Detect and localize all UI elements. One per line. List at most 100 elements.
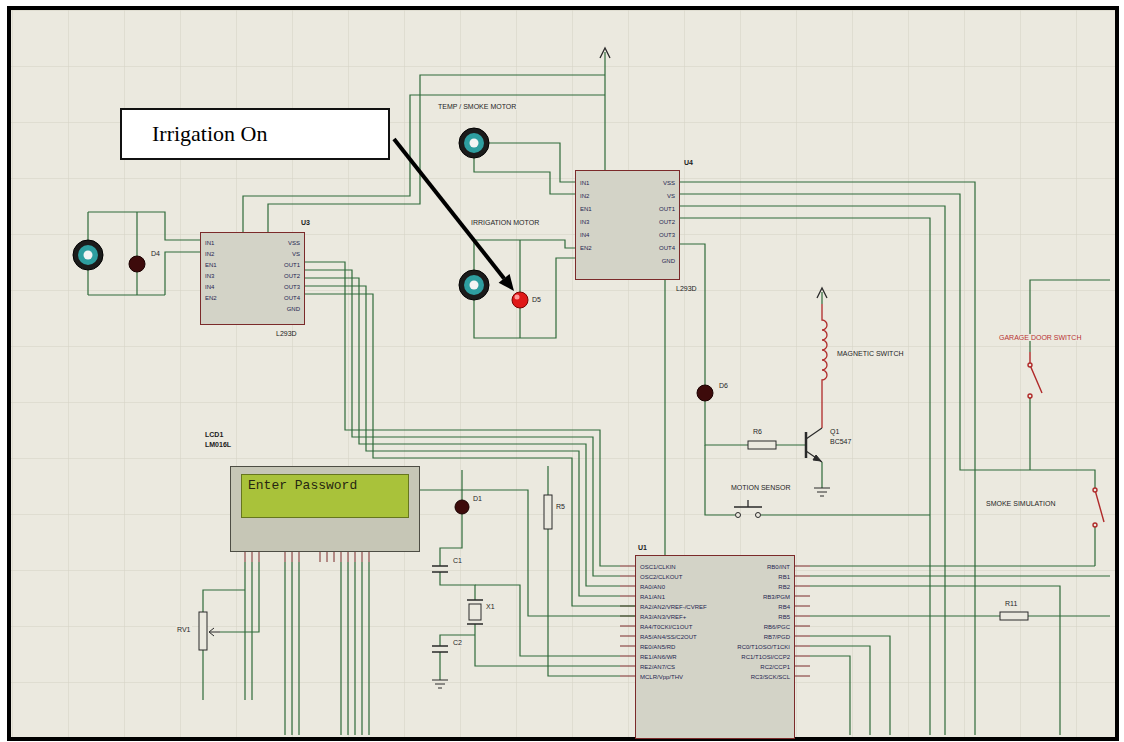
pin-name: RC1/T1OSI/CCP2 — [741, 652, 790, 662]
wire — [705, 445, 930, 515]
pin-name: IN3 — [205, 271, 217, 282]
pin-name: OUT3 — [659, 229, 675, 242]
pin-name: RC0/T1OSO/T1CKI — [737, 642, 790, 652]
part-label: RV1 — [176, 626, 192, 633]
part-label: R6 — [752, 428, 763, 435]
sheet-grid — [10, 9, 1116, 738]
pin-name: RB3/PGM — [763, 592, 790, 602]
pin-name: RB4 — [778, 602, 790, 612]
ic-chip: U4L293DIN1IN2EN1IN3IN4EN2VSSVSOUT1OUT2OU… — [575, 170, 680, 280]
wire-connector — [420, 490, 635, 616]
potentiometer-wiper — [209, 628, 220, 636]
part-label: D6 — [718, 382, 729, 389]
switch-contact — [1028, 363, 1032, 367]
pin-name: IN4 — [580, 229, 592, 242]
led-on — [512, 292, 528, 308]
part-value: L293D — [676, 285, 697, 292]
pin-stub — [245, 552, 369, 562]
wire — [203, 590, 245, 700]
led-off — [129, 256, 145, 272]
pin-name: RB6/PGC — [764, 622, 790, 632]
resistor-symbol — [748, 441, 776, 449]
wire — [604, 52, 605, 170]
pin-name: RB2 — [778, 582, 790, 592]
pin-name: IN1 — [205, 238, 217, 249]
lcd-text: Enter Password — [242, 475, 363, 497]
callout-arrow — [394, 139, 514, 291]
pin-name: OUT1 — [284, 260, 300, 271]
pin-name: MCLR/Vpp/THV — [640, 672, 707, 682]
pin-name: RA1/AN1 — [640, 592, 707, 602]
pin-name: RA4/T0CKI/C1OUT — [640, 622, 707, 632]
switch-lever — [1030, 352, 1042, 399]
ic-chip: U3L293DIN1IN2EN1IN3IN4EN2VSSVSOUT1OUT2OU… — [200, 232, 305, 325]
pin-name: OUT2 — [659, 216, 675, 229]
wires — [88, 52, 1110, 735]
callout-arrow-shaft — [394, 139, 504, 278]
motor-body — [73, 240, 103, 270]
part-label: IRRIGATION MOTOR — [470, 219, 540, 226]
motor-hub — [470, 281, 479, 290]
part-label: MAGNETIC SWITCH — [836, 350, 905, 357]
motor-symbol — [459, 128, 489, 158]
motor-ring — [78, 245, 98, 265]
ic-chip: U1OSC1/CLKINOSC2/CLKOUTRA0/AN0RA1/AN1RA2… — [635, 555, 795, 739]
motor-symbol — [459, 270, 489, 300]
switch-contact — [1093, 488, 1097, 492]
switch-contact — [736, 513, 741, 518]
pin-name: EN1 — [580, 203, 592, 216]
wire — [705, 292, 822, 488]
crystal-body — [469, 604, 481, 620]
part-value: L293D — [276, 330, 297, 337]
part-label: MOTION SENSOR — [730, 484, 792, 491]
transistor-base — [805, 432, 808, 458]
switch-contact — [1028, 394, 1032, 398]
part-label: D4 — [150, 250, 161, 257]
part-label: LCD1 — [205, 431, 223, 438]
motor-hub — [84, 251, 93, 260]
wire-connector — [305, 294, 635, 606]
pin-name: OSC1/CLKIN — [640, 562, 707, 572]
sheet-ground — [10, 9, 1116, 738]
motor-body — [459, 128, 489, 158]
led-highlight — [515, 295, 520, 300]
pin-name: RA2/AN2/VREF-/CVREF — [640, 602, 707, 612]
transistor-symbol — [806, 428, 822, 462]
pin-name: RA0/AN0 — [640, 582, 707, 592]
pin-name: OUT2 — [284, 271, 300, 282]
motor-symbol — [73, 240, 103, 270]
pin-stub — [620, 566, 635, 676]
led-off — [697, 385, 713, 401]
wire-connector — [664, 280, 665, 555]
power-terminal — [600, 48, 610, 58]
pin-name: IN2 — [580, 190, 592, 203]
part-label: Q1 — [829, 428, 840, 435]
pin-name: GND — [287, 304, 300, 315]
lcd-display: LCD1LM016LEnter Password — [230, 466, 420, 552]
potentiometer-symbol — [199, 612, 220, 650]
switch-symbol — [1028, 352, 1042, 399]
pushbutton-symbol — [734, 500, 762, 518]
pin-name: OUT4 — [284, 293, 300, 304]
pin-name: OSC2/CLKOUT — [640, 572, 707, 582]
pin-name: VSS — [288, 238, 300, 249]
motor-hub — [470, 139, 479, 148]
pin-name: OUT3 — [284, 282, 300, 293]
motor-body — [459, 270, 489, 300]
lcd-screen: Enter Password — [241, 474, 409, 518]
transistor-leads — [806, 428, 822, 462]
part-label: BC547 — [829, 438, 852, 445]
motor-ring — [464, 133, 484, 153]
pin-name: IN4 — [205, 282, 217, 293]
pin-name: VS — [292, 249, 300, 260]
motor-ring — [464, 275, 484, 295]
callout-text: Irrigation On — [152, 121, 267, 147]
pin-name: VSS — [663, 177, 675, 190]
pin-name: RB1 — [778, 572, 790, 582]
part-label: TEMP / SMOKE MOTOR — [437, 103, 517, 110]
wire — [88, 212, 200, 295]
crystal-symbol — [467, 600, 483, 624]
pin-name: RB5 — [778, 612, 790, 622]
ground-symbol — [432, 680, 448, 688]
wire — [220, 562, 369, 735]
